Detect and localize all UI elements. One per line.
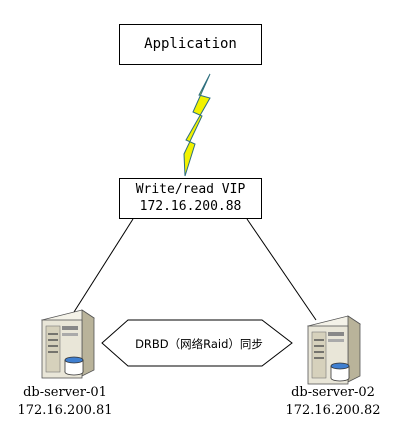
server-01-label: db-server-01 172.16.200.81 — [0, 384, 130, 420]
server-02-ip: 172.16.200.82 — [285, 403, 381, 418]
vip-ip: 172.16.200.88 — [139, 199, 242, 214]
lightning-bolt-icon — [183, 73, 211, 177]
server-02-label: db-server-02 172.16.200.82 — [268, 384, 398, 420]
connector-vip-to-server-01 — [73, 218, 134, 313]
application-box: Application — [119, 24, 262, 65]
sync-hexagon — [101, 319, 293, 367]
application-label: Application — [144, 36, 237, 52]
server-02-name: db-server-02 — [291, 385, 375, 400]
server-01-icon — [41, 309, 95, 379]
server-01-name: db-server-01 — [23, 385, 107, 400]
sync-label: DRBD（网络Raid）同步 — [135, 337, 263, 351]
server-02-icon — [307, 315, 361, 385]
vip-label: Write/read VIP — [135, 182, 246, 197]
server-01-ip: 172.16.200.81 — [17, 403, 113, 418]
vip-box: Write/read VIP 172.16.200.88 — [119, 178, 262, 219]
connector-vip-to-server-02 — [246, 218, 317, 321]
